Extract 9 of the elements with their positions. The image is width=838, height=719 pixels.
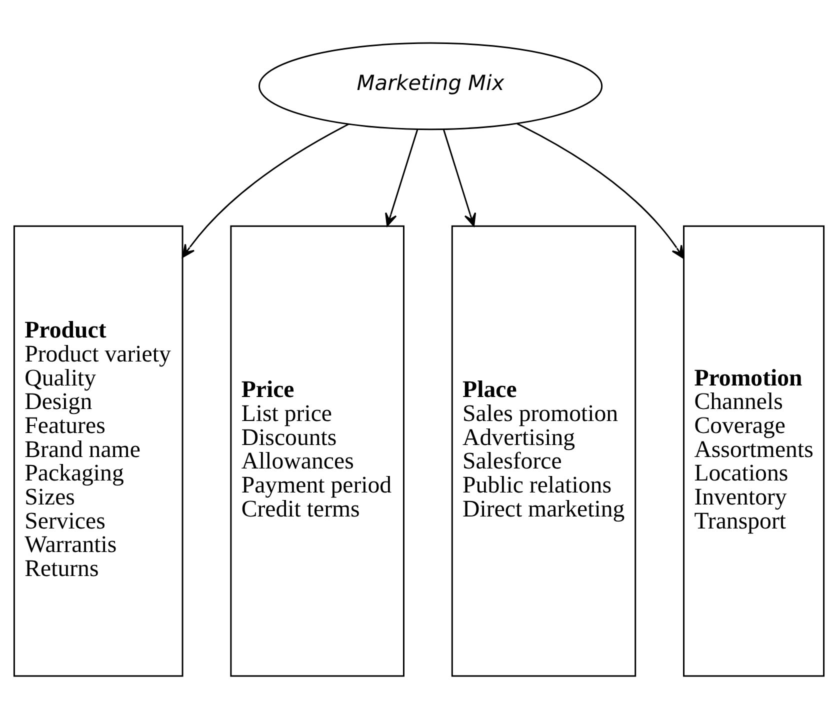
arrow bbox=[443, 130, 476, 227]
node-box: Product Product variety Quality Design Features Brand name Packaging Sizes Services Warrantis Returns bbox=[13, 225, 184, 677]
arrow bbox=[385, 130, 418, 227]
arrow bbox=[182, 123, 350, 258]
node-box: Place Sales promotion Advertising Salesforce Public relations Direct marketing bbox=[451, 225, 636, 677]
node-ellipse: Marketing Mix bbox=[258, 42, 603, 130]
node-box: Promotion Channels Coverage Assortments Locations Inventory Transport bbox=[683, 225, 825, 677]
arrow bbox=[516, 123, 684, 259]
node-box: Price List price Discounts Allowances Payment period Credit terms bbox=[230, 225, 404, 677]
